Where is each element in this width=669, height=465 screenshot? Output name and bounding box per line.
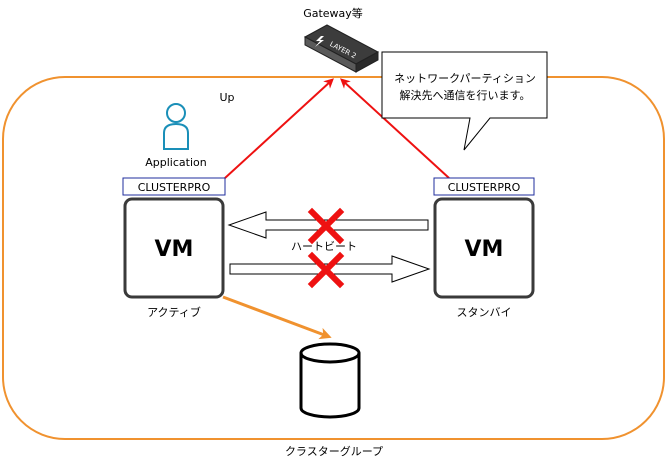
shared-disk-icon (299, 342, 361, 419)
heartbeat-label: ハートビート (291, 240, 357, 253)
standby-clusterpro-label: CLUSTERPRO (448, 181, 521, 194)
callout-line-2: 解決先へ通信を行います。 (400, 88, 531, 102)
cluster-group-container (2, 76, 665, 440)
active-role-label: アクティブ (147, 305, 201, 319)
standby-vm-box (433, 197, 535, 299)
heartbeat-blocked-cross-icon (307, 207, 345, 245)
standby-vm-label: VM (465, 237, 504, 262)
group-state-label: Up (219, 91, 234, 104)
active-vm-label: VM (155, 237, 194, 262)
application-label: Application (145, 156, 206, 169)
heartbeat-blocked-cross-icon-2 (307, 251, 345, 289)
user-icon (163, 103, 189, 150)
callout-bubble (381, 51, 548, 151)
active-to-gateway-link (224, 78, 334, 179)
gateway-device-icon: LAYER 2 (303, 24, 380, 73)
standby-role-label: スタンバイ (457, 306, 512, 319)
standby-to-gateway-link (340, 78, 450, 179)
active-clusterpro-label: CLUSTERPRO (138, 181, 211, 194)
gateway-label: Gateway等 (303, 6, 363, 20)
active-clusterpro-badge (122, 177, 226, 196)
callout-line-1: ネットワークパーティション (394, 72, 536, 85)
active-vm-box (123, 197, 225, 299)
standby-clusterpro-badge (433, 177, 535, 196)
active-to-disk-link (222, 295, 332, 340)
group-label: クラスターグループ (285, 444, 383, 458)
